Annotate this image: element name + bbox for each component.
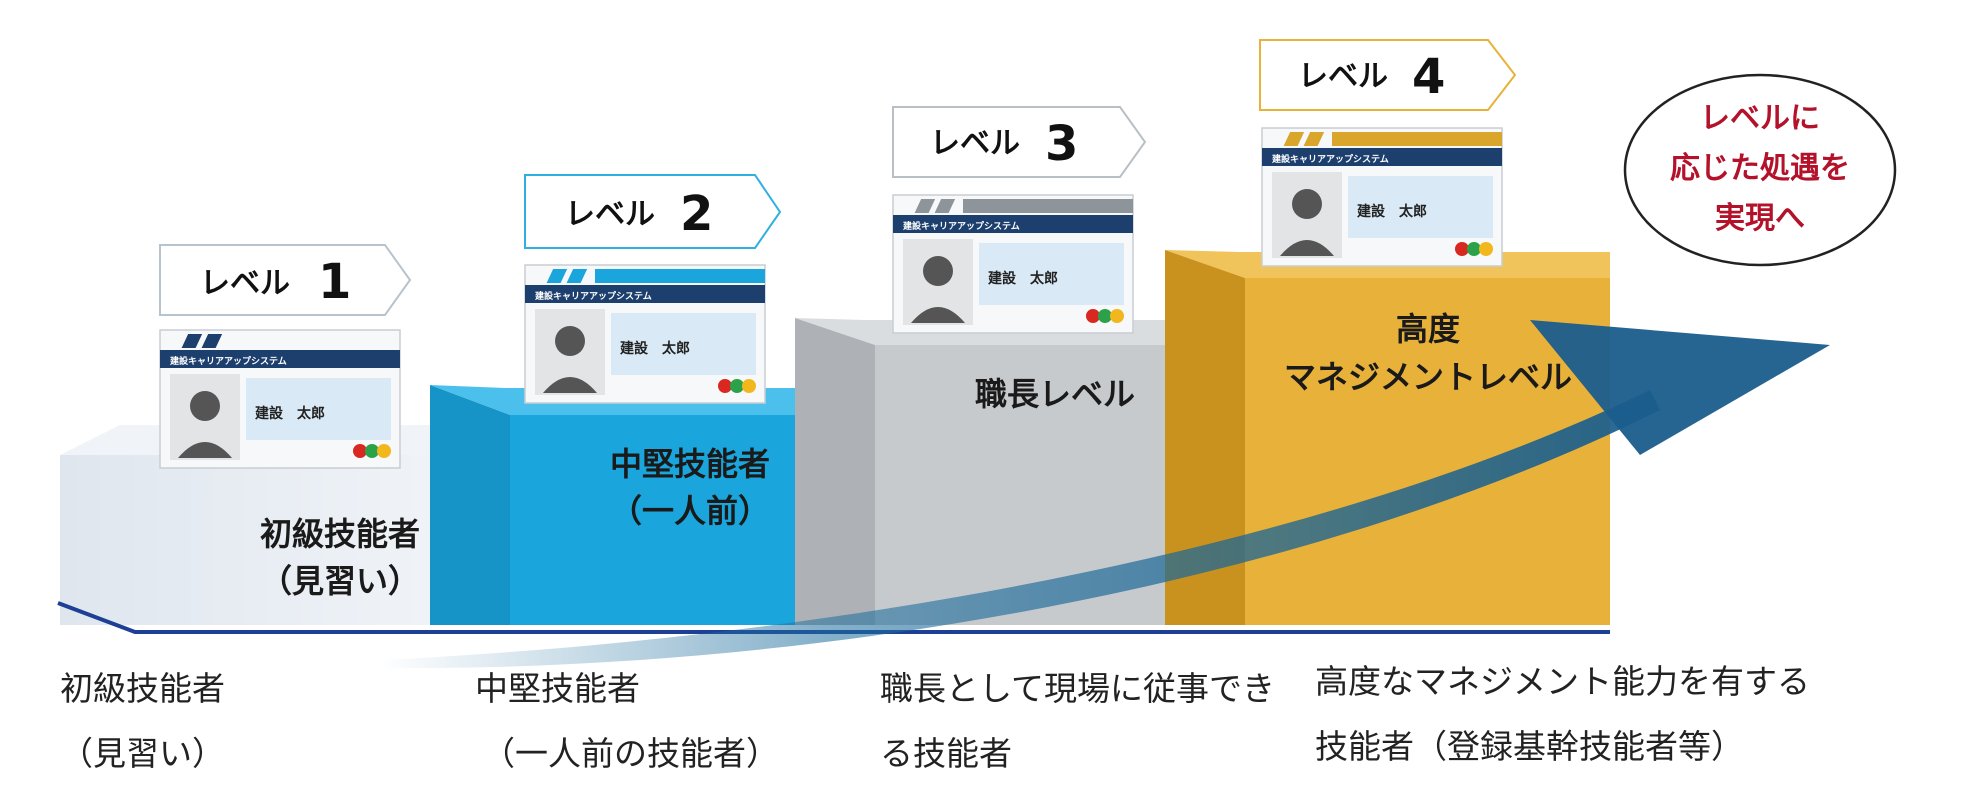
step-3-title-line-1: 職長レベル [975,375,1135,413]
step-2-title-line-1: 中堅技能者 [610,445,770,483]
level-4-desc-line-2: 技能者（登録基幹技能者等） [1315,727,1744,766]
level-1-tag-number: 1 [318,254,351,310]
card-3-header: 建設キャリアアップシステム [903,220,1020,232]
level-3-tag: レベル 3 [892,106,1147,178]
baseline [57,601,1610,634]
card-1-header: 建設キャリアアップシステム [170,355,287,367]
level-3-tag-label: レベル [930,126,1020,161]
card-2-name: 建設 太郎 [620,340,690,357]
goal-bubble: レベルに 応じた処遇を 実現へ [1623,73,1897,267]
growth-arrow [380,320,1830,669]
id-card-level-4: 建設キャリアアップシステム 建設 太郎 [1261,127,1503,267]
goal-line-3: 実現へ [1715,201,1805,236]
level-3-tag-number: 3 [1045,116,1078,172]
step-1-title-line-2: （見習い） [260,562,420,600]
level-1-tag: レベル 1 [159,244,412,316]
level-4-desc-line-1: 高度なマネジメント能力を有する [1315,662,1810,701]
id-card-level-2: 建設キャリアアップシステム 建設 太郎 [524,264,766,404]
level-1-tag-label: レベル [200,266,290,301]
step-4-title-line-2: マネジメントレベル [1284,358,1572,396]
level-2-tag-number: 2 [680,186,713,242]
level-1-desc-line-1: 初級技能者 [60,669,225,708]
level-2-desc-line-2: （一人前の技能者） [482,734,779,773]
card-4-name: 建設 太郎 [1357,203,1427,220]
level-2-desc-line-1: 中堅技能者 [475,669,640,708]
step-4-title-line-1: 高度 [1396,310,1460,348]
level-2-tag: レベル 2 [524,174,782,249]
level-4-tag: レベル 4 [1259,39,1517,111]
level-3-desc-line-1: 職長として現場に従事でき [880,669,1276,708]
level-1-desc-line-2: （見習い） [60,734,225,773]
step-2-title-line-2: （一人前） [610,492,770,530]
id-card-level-1: 建設キャリアアップシステム 建設 太郎 [159,329,401,469]
step-1-title-line-1: 初級技能者 [260,515,420,553]
card-3-name: 建設 太郎 [988,270,1058,287]
card-2-header: 建設キャリアアップシステム [535,290,652,302]
goal-line-2: 応じた処遇を [1670,151,1850,186]
card-4-header: 建設キャリアアップシステム [1272,153,1389,165]
goal-line-1: レベルに [1700,101,1820,136]
id-card-level-3: 建設キャリアアップシステム 建設 太郎 [892,194,1134,334]
card-1-name: 建設 太郎 [255,405,325,422]
level-4-tag-number: 4 [1412,49,1445,105]
level-2-tag-label: レベル [565,197,655,232]
level-3-desc-line-2: る技能者 [880,734,1012,773]
level-4-tag-label: レベル [1298,59,1388,94]
